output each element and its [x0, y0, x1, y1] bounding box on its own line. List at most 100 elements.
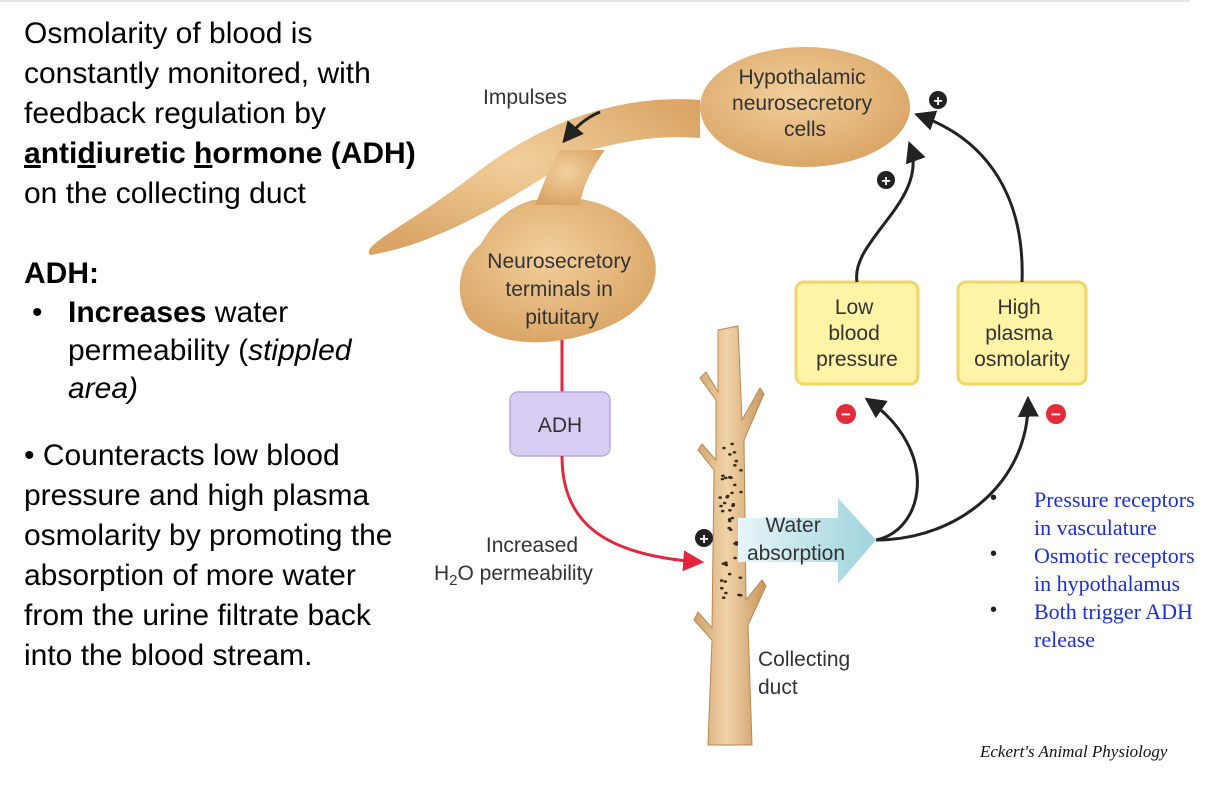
stipple-dot	[719, 504, 723, 508]
stipple-dot	[720, 477, 725, 481]
increased-line-1: Increased	[486, 534, 578, 557]
stipple-dot	[724, 476, 728, 480]
low-bp-to-hypothalamus-arrow	[855, 141, 926, 283]
stipple-dot	[724, 561, 728, 564]
stipple-dot	[737, 593, 741, 597]
h2o-h: H	[434, 562, 449, 585]
water-absorption-arrow	[738, 498, 876, 584]
stipple-dot	[731, 503, 736, 506]
high-osm-label: High plasma osmolarity	[974, 296, 1070, 371]
high-osm-to-hypothalamus-arrow	[914, 110, 1024, 283]
high-osm-line-2: plasma	[985, 322, 1053, 345]
intro-text-2: on the collecting duct	[24, 177, 306, 210]
bullet1-text: water permeability (	[68, 296, 289, 367]
high-osm-line-1: High	[997, 296, 1040, 319]
stipple-dot	[728, 453, 732, 456]
stipple-dot	[724, 563, 729, 567]
stipple-dot	[734, 459, 739, 463]
water-line-2: absorption	[747, 542, 845, 565]
bullet-dot: •	[32, 296, 43, 329]
top-divider	[0, 0, 1190, 2]
stipple-dot	[728, 476, 733, 480]
bullet1-bold: Increases	[68, 296, 207, 329]
h2o-label: H2O permeability	[434, 562, 593, 589]
stipple-dot	[725, 495, 729, 499]
collecting-duct-label: Collecting duct	[758, 648, 856, 699]
water-line-1: Water	[765, 514, 820, 537]
feedback-arrow-high-osm	[875, 395, 1039, 542]
low-bp-line-2: blood	[828, 322, 879, 345]
adh-letter-h: h	[194, 137, 213, 170]
stipple-dot	[733, 464, 737, 467]
adh-part-ormone: ormone	[212, 137, 323, 170]
stipple-dot	[727, 526, 731, 530]
terminals-line-1: Neurosecretory	[487, 250, 631, 273]
collecting-duct	[693, 325, 767, 746]
stipple-dot	[718, 496, 722, 499]
terminals-label: Neurosecretory terminals in pituitary	[487, 250, 636, 329]
stipple-dot	[719, 579, 724, 582]
stipple-dot	[722, 446, 726, 450]
impulses-arrow	[562, 110, 601, 144]
minus-icon-low-bp	[836, 404, 856, 424]
stipple-dot	[720, 509, 725, 513]
stipple-dot	[738, 576, 743, 579]
minus-sign-high-osm: −	[1051, 405, 1061, 424]
stipple-dot	[727, 518, 732, 521]
plus-sign-top: +	[933, 93, 942, 110]
explanation-text: Osmolarity of blood is constantly monito…	[24, 14, 424, 676]
stipple-dot	[722, 501, 727, 505]
stipple-dot	[721, 474, 725, 478]
stipple-dot	[730, 491, 734, 495]
increased-label: Increased	[486, 534, 578, 557]
adh-effect-arrow	[560, 455, 705, 572]
low-bp-line-3: pressure	[816, 348, 898, 371]
h2o-rest: O permeability	[458, 562, 594, 585]
feedback-arrow-low-bp	[864, 397, 919, 542]
plus-sign-middle: +	[881, 173, 890, 190]
adh-letter-a: a	[24, 137, 41, 170]
hypothalamic-line-3: cells	[784, 118, 826, 141]
plus-sign-duct: +	[699, 531, 708, 548]
adh-letter-d: d	[77, 137, 96, 170]
stipple-dot	[739, 490, 743, 494]
source-credit: Eckert's Animal Physiology	[980, 742, 1168, 761]
h2o-sub: 2	[449, 572, 457, 589]
low-bp-line-1: Low	[835, 296, 874, 319]
adh-abbrev: (ADH)	[330, 137, 416, 170]
receptor-list: • Pressure receptors in vasculature • Osmo…	[990, 486, 1200, 654]
minus-sign-low-bp: −	[841, 405, 851, 424]
list-item: • Both trigger ADH release	[990, 598, 1200, 654]
stipple-dot	[723, 580, 728, 583]
plus-icon-top	[929, 91, 947, 109]
neuron-shape	[368, 47, 910, 343]
intro-paragraph: Osmolarity of blood is constantly monito…	[24, 14, 424, 214]
stipple-dot	[732, 451, 737, 454]
hypothalamic-label: Hypothalamic neurosecretory cells	[732, 66, 878, 141]
plus-icon-duct	[695, 529, 713, 547]
hypothalamic-line-1: Hypothalamic	[738, 66, 865, 89]
hypothalamic-line-2: neurosecretory	[732, 92, 873, 115]
list-item-text: Osmotic receptors in hypothalamus	[1034, 543, 1195, 596]
low-bp-label: Low blood pressure	[816, 296, 898, 371]
list-item: • Pressure receptors in vasculature	[990, 486, 1200, 542]
plus-icon-middle	[877, 171, 895, 189]
stipple-dot	[724, 591, 728, 595]
intro-text-1: Osmolarity of blood is constantly monito…	[24, 17, 371, 130]
impulses-label: Impulses	[483, 86, 567, 109]
adh-part-nti: nti	[40, 137, 78, 170]
list-item-text: Pressure receptors in vasculature	[1034, 487, 1195, 540]
bullet1-italic: stippled area)	[68, 334, 352, 405]
terminals-line-2: terminals in	[505, 278, 612, 301]
duct-line-2: duct	[758, 676, 798, 699]
adh-box	[509, 391, 611, 457]
list-bullet: •	[990, 599, 998, 621]
adh-part-iuretic: iuretic	[95, 137, 195, 170]
list-bullet: •	[990, 487, 998, 509]
list-item-text: Both trigger ADH release	[1034, 599, 1193, 652]
minus-icon-high-osm	[1046, 404, 1066, 424]
stipple-dot	[730, 516, 735, 520]
adh-box-label: ADH	[538, 414, 582, 437]
stipple-dot	[730, 442, 734, 446]
